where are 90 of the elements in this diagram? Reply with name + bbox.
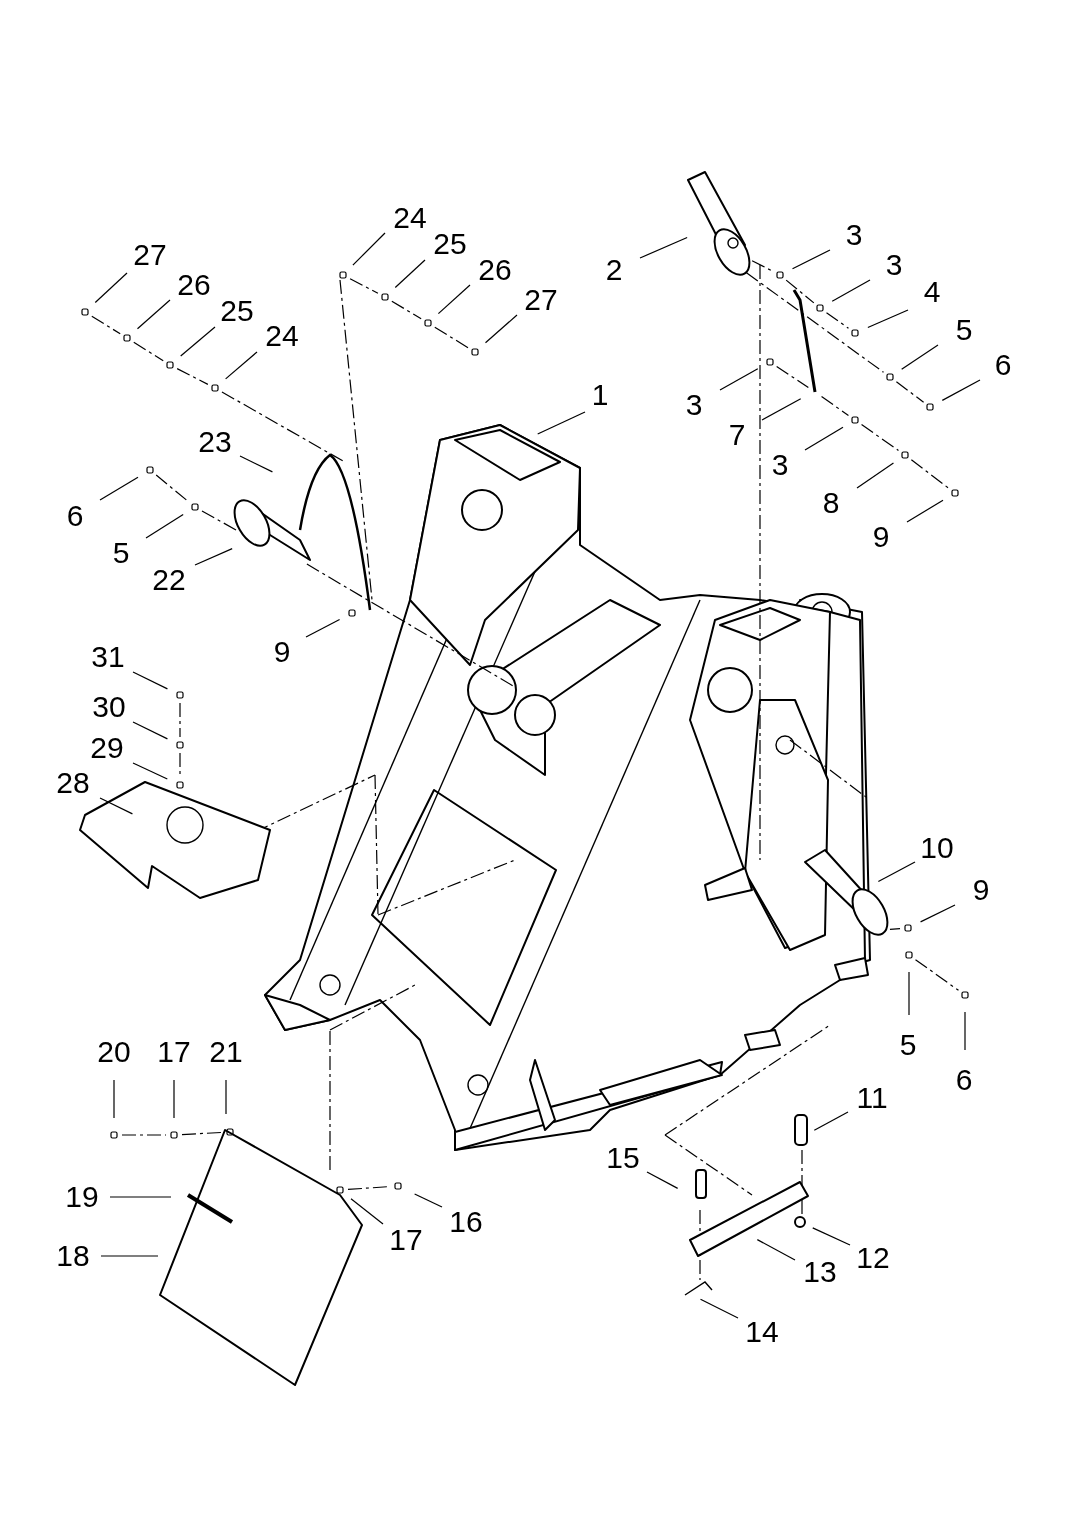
leader-line bbox=[109, 1196, 172, 1198]
callout-number: 9 bbox=[272, 637, 292, 667]
callout-number: 13 bbox=[802, 1257, 838, 1287]
leader-line bbox=[867, 309, 909, 329]
leader-line bbox=[437, 284, 471, 315]
leader-line bbox=[908, 971, 910, 1016]
leader-line bbox=[877, 861, 916, 883]
callout-number: 3 bbox=[684, 390, 704, 420]
callout-number: 22 bbox=[151, 565, 187, 595]
leader-line bbox=[756, 1239, 796, 1261]
leader-line bbox=[804, 426, 844, 451]
callout-number: 28 bbox=[55, 768, 91, 798]
leader-line bbox=[639, 236, 688, 259]
callout-number: 18 bbox=[55, 1241, 91, 1271]
leader-line bbox=[761, 398, 802, 421]
leader-line bbox=[906, 499, 944, 523]
leader-line bbox=[194, 548, 233, 566]
callout-number: 11 bbox=[855, 1083, 889, 1113]
leader-line bbox=[132, 762, 168, 780]
callout-number: 3 bbox=[844, 220, 864, 250]
callout-number: 16 bbox=[448, 1207, 484, 1237]
callout-number: 8 bbox=[821, 488, 841, 518]
callout-number: 4 bbox=[922, 277, 942, 307]
callout-number: 2 bbox=[604, 255, 624, 285]
callout-number: 15 bbox=[605, 1143, 641, 1173]
leader-line bbox=[901, 344, 939, 370]
callout-number: 5 bbox=[954, 315, 974, 345]
leader-line bbox=[100, 1255, 159, 1257]
leader-line bbox=[856, 462, 895, 489]
callout-number: 3 bbox=[884, 250, 904, 280]
leader-line bbox=[136, 299, 171, 330]
callout-number: 24 bbox=[264, 321, 300, 351]
callout-number: 31 bbox=[90, 642, 126, 672]
callout-number: 10 bbox=[919, 833, 955, 863]
leader-line bbox=[173, 1079, 175, 1119]
leader-line bbox=[791, 249, 831, 270]
callout-number: 26 bbox=[477, 255, 513, 285]
callout-number: 25 bbox=[219, 296, 255, 326]
callout-number: 1 bbox=[590, 380, 610, 410]
leader-line bbox=[414, 1193, 443, 1208]
leader-line bbox=[99, 476, 139, 501]
leader-line bbox=[132, 721, 168, 740]
callout-number: 5 bbox=[898, 1030, 918, 1060]
leader-line bbox=[484, 314, 518, 344]
callout-number: 24 bbox=[392, 203, 428, 233]
leader-line bbox=[699, 1298, 739, 1319]
callout-number: 6 bbox=[65, 501, 85, 531]
callout-number: 9 bbox=[971, 875, 991, 905]
leader-line bbox=[225, 351, 258, 380]
leader-line bbox=[812, 1227, 851, 1246]
leader-line bbox=[394, 259, 426, 289]
leader-line bbox=[813, 1111, 849, 1131]
callout-number: 27 bbox=[132, 240, 168, 270]
callout-number: 29 bbox=[89, 733, 125, 763]
leader-line bbox=[94, 272, 128, 304]
leader-line bbox=[831, 279, 871, 302]
leader-line bbox=[132, 671, 168, 690]
leader-line bbox=[180, 326, 216, 357]
callout-number: 19 bbox=[64, 1182, 100, 1212]
callout-number: 12 bbox=[855, 1243, 891, 1273]
callout-number: 6 bbox=[993, 350, 1013, 380]
callout-number: 17 bbox=[156, 1037, 192, 1067]
callout-number: 20 bbox=[96, 1037, 132, 1067]
callout-number: 23 bbox=[197, 427, 233, 457]
leader-line bbox=[239, 455, 274, 473]
leader-line bbox=[941, 379, 981, 401]
leader-line bbox=[719, 368, 759, 391]
leader-line bbox=[537, 411, 586, 435]
leader-line bbox=[352, 232, 386, 266]
leader-line bbox=[350, 1198, 384, 1225]
leader-line bbox=[646, 1171, 679, 1189]
callout-number: 30 bbox=[91, 692, 127, 722]
callout-number: 7 bbox=[727, 420, 747, 450]
callout-number: 17 bbox=[388, 1225, 424, 1255]
callout-number: 14 bbox=[744, 1317, 780, 1347]
leader-line bbox=[305, 618, 341, 638]
callout-number: 5 bbox=[111, 538, 131, 568]
callout-number: 21 bbox=[208, 1037, 244, 1067]
callout-number: 27 bbox=[523, 285, 559, 315]
leader-line bbox=[920, 904, 956, 923]
leader-line bbox=[99, 797, 133, 815]
leader-line bbox=[145, 513, 184, 539]
leader-line bbox=[113, 1079, 115, 1119]
callout-number: 6 bbox=[954, 1065, 974, 1095]
leader-line bbox=[964, 1011, 966, 1051]
callout-number: 26 bbox=[176, 270, 212, 300]
callout-number: 9 bbox=[871, 522, 891, 552]
callout-number: 25 bbox=[432, 229, 468, 259]
leader-line bbox=[225, 1079, 227, 1115]
callout-number: 3 bbox=[770, 450, 790, 480]
